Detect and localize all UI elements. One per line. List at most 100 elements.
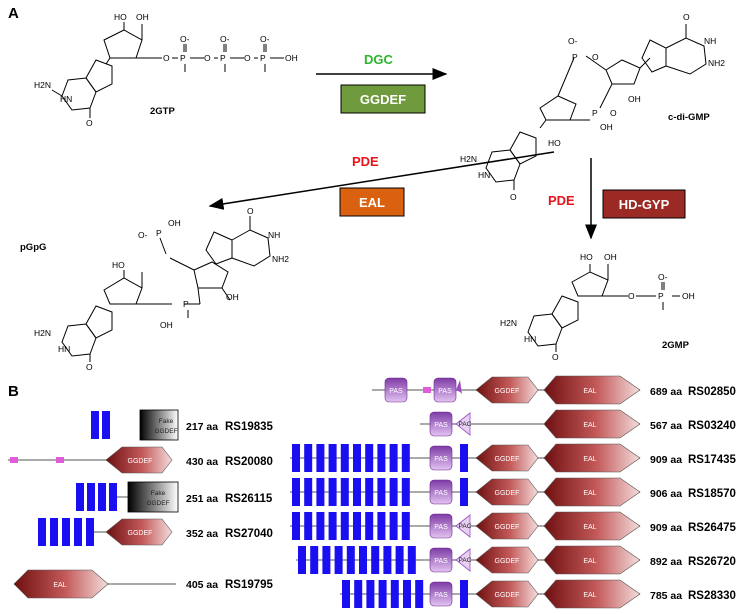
gtp-o-keto: O — [86, 118, 93, 128]
pas-label: PAS — [434, 490, 448, 497]
gmp-o-minus: O- — [658, 272, 668, 282]
gmp-o-keto: O — [552, 352, 559, 362]
pac-label: PAC — [459, 557, 472, 564]
gtp-hn: HN — [60, 94, 72, 104]
tm-helix — [50, 518, 58, 546]
pgpg-o-minus1: O- — [138, 230, 148, 240]
protein-id: RS17435 — [688, 454, 737, 466]
ggdef-label: GGDEF — [495, 592, 520, 599]
pgpg-nh2: NH2 — [272, 254, 289, 264]
tm-helix — [365, 478, 374, 506]
fake-ggdef-domain — [127, 481, 179, 513]
pgpg-o-keto-top: O — [247, 206, 254, 216]
pac-label: PAC — [459, 421, 472, 428]
protein-id: RS18570 — [688, 488, 736, 500]
ggdef-enzyme-box — [340, 84, 426, 114]
tm-helix — [102, 411, 110, 439]
gtp-o3: O — [244, 53, 251, 63]
protein-id: RS28330 — [688, 590, 736, 602]
pas-label: PAS — [438, 388, 452, 395]
gtp-oh-end: OH — [285, 53, 298, 63]
gmp-o: O — [628, 291, 635, 301]
protein-length: 405 aa — [186, 579, 218, 591]
ggdef-label: GGDEF — [495, 558, 520, 565]
protein-length: 892 aa — [650, 556, 682, 568]
tm-helix — [460, 580, 468, 608]
protein-length: 785 aa — [650, 590, 682, 602]
signal-peptide — [56, 457, 64, 463]
tm-helix — [292, 444, 300, 472]
eal-label: EAL — [53, 582, 66, 589]
tm-helix — [401, 478, 410, 506]
tm-helix — [403, 580, 411, 608]
gtp-structure — [51, 22, 284, 118]
eal-label: EAL — [583, 524, 596, 531]
eal-enzyme-label: EAL — [359, 195, 385, 210]
pde-right-label: PDE — [548, 193, 575, 208]
tm-helix — [371, 546, 380, 574]
ggdef-label: GGDEF — [495, 388, 520, 395]
cdg-o-keto-bottom: O — [510, 192, 517, 202]
cdg-o-keto-top: O — [683, 12, 690, 22]
ggdef-label: GGDEF — [128, 458, 153, 465]
ggdef-label: GGDEF — [146, 500, 169, 507]
tm-helix — [304, 512, 313, 540]
tm-helix — [460, 478, 468, 506]
pgpg-ho: HO — [112, 260, 125, 270]
eal-label: EAL — [583, 422, 596, 429]
tm-helix — [316, 512, 325, 540]
protein-rs03240: PAS PAC EAL 567 aa RS03240 — [420, 409, 736, 439]
gmp-oh-ribose: OH — [604, 252, 617, 262]
eal-label: EAL — [583, 558, 596, 565]
cdg-hn: HN — [478, 170, 490, 180]
pgpg-o-keto-bottom: O — [86, 362, 93, 372]
tm-helix — [328, 444, 337, 472]
cdg-p2: P — [592, 108, 598, 118]
ggdef-domain — [105, 446, 173, 474]
eal-domain — [13, 569, 109, 599]
ggdef-label: GGDEF — [495, 524, 520, 531]
tm-helix — [310, 546, 319, 574]
tm-helix — [401, 512, 410, 540]
protein-rs26115: Fake GGDEF 251 aa RS26115 — [76, 481, 273, 513]
dgc-label: DGC — [364, 52, 394, 67]
pac-domain — [456, 380, 462, 394]
tm-helix — [86, 518, 94, 546]
ggdef-enzyme-label: GGDEF — [360, 92, 406, 107]
cdg-p1: P — [572, 52, 578, 62]
c-di-gmp-labels: P O- O P O OH OH HO NH2 NH O H2N HN O c-… — [460, 12, 725, 202]
tm-helix — [328, 512, 337, 540]
pas-domain — [429, 513, 453, 539]
tm-helix — [298, 546, 306, 574]
tm-helix — [87, 483, 95, 511]
tm-helix — [322, 546, 331, 574]
protein-id: RS19795 — [225, 579, 274, 591]
tm-helix — [353, 478, 361, 506]
tm-helix — [378, 580, 387, 608]
tm-helix — [390, 580, 399, 608]
eal-domain — [543, 511, 641, 541]
protein-length: 567 aa — [650, 420, 682, 432]
tm-helix — [377, 444, 386, 472]
pgpg-oh-p2: OH — [160, 320, 173, 330]
tm-helix — [353, 444, 361, 472]
hdgyp-enzyme-label: HD-GYP — [619, 197, 670, 212]
ggdef-domain — [475, 478, 539, 506]
ggdef-domain — [475, 512, 539, 540]
tm-helix — [353, 512, 361, 540]
tm-helix — [74, 518, 82, 546]
protein-id: RS03240 — [688, 420, 736, 432]
tm-helix — [304, 444, 313, 472]
pac-domain — [455, 514, 471, 538]
pas-label: PAS — [434, 422, 448, 429]
tm-helix — [340, 478, 349, 506]
protein-rs27040: GGDEF 352 aa RS27040 — [38, 518, 273, 546]
eal-domain — [543, 443, 641, 473]
protein-length: 906 aa — [650, 488, 682, 500]
protein-length: 352 aa — [186, 528, 218, 540]
tm-helix — [359, 546, 367, 574]
gmp-p: P — [658, 291, 664, 301]
gmp-structure — [527, 264, 680, 352]
eal-domain — [543, 545, 641, 575]
